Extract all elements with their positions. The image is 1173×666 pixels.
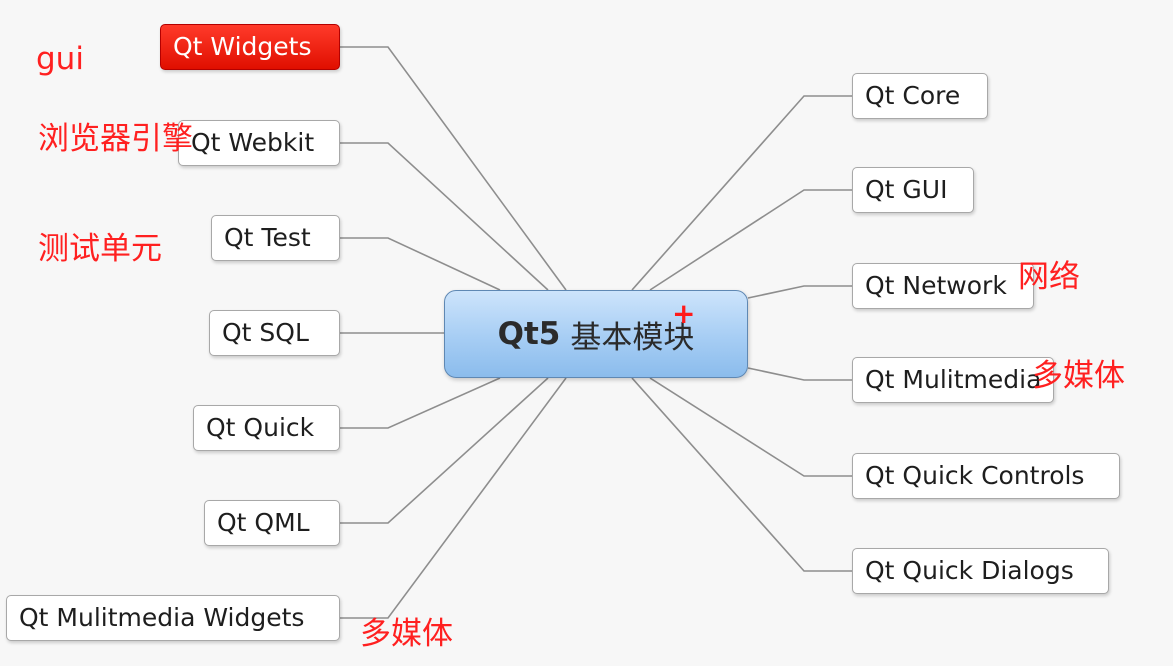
- connector-quick-controls: [649, 377, 852, 477]
- connector-quick-dialogs: [631, 377, 852, 572]
- connector-multimedia-widgets: [340, 377, 567, 619]
- connector-multimedia: [747, 367, 852, 381]
- central-topic-prefix: Qt5: [497, 316, 561, 352]
- node-qt-multimedia[interactable]: Qt Mulitmedia: [852, 357, 1054, 403]
- annotation-multimedia-right: 多媒体: [1032, 358, 1125, 394]
- annotation-browser-engine: 浏览器引擎: [38, 121, 193, 157]
- connector-gui: [649, 189, 852, 291]
- cursor-plus-icon: +: [672, 297, 696, 330]
- connector-qml: [340, 377, 549, 524]
- node-qt-gui[interactable]: Qt GUI: [852, 167, 974, 213]
- connector-test: [340, 237, 501, 291]
- node-qt-multimedia-widgets[interactable]: Qt Mulitmedia Widgets: [6, 595, 340, 641]
- connector-core: [631, 95, 852, 291]
- node-qt-sql[interactable]: Qt SQL: [209, 310, 340, 356]
- node-qt-core[interactable]: Qt Core: [852, 73, 988, 119]
- node-qt-webkit[interactable]: Qt Webkit: [178, 120, 340, 166]
- connector-widgets: [340, 46, 567, 291]
- node-qt-qml[interactable]: Qt QML: [204, 500, 340, 546]
- node-qt-quick[interactable]: Qt Quick: [193, 405, 340, 451]
- central-topic-qt5-basic-modules[interactable]: Qt5 基本模块: [444, 290, 748, 378]
- node-qt-test[interactable]: Qt Test: [211, 215, 340, 261]
- node-qt-quick-dialogs[interactable]: Qt Quick Dialogs: [852, 548, 1109, 594]
- annotation-unit-test: 测试单元: [38, 231, 162, 267]
- node-qt-quick-controls[interactable]: Qt Quick Controls: [852, 453, 1120, 499]
- node-qt-widgets[interactable]: Qt Widgets: [160, 24, 340, 70]
- connector-network: [747, 285, 852, 299]
- node-qt-network[interactable]: Qt Network: [852, 263, 1034, 309]
- connector-webkit: [340, 142, 549, 291]
- annotation-gui: gui: [36, 41, 84, 77]
- central-topic-label: 基本模块: [570, 319, 695, 356]
- annotation-multimedia-bottom: 多媒体: [360, 616, 453, 652]
- annotation-network: 网络: [1018, 259, 1080, 295]
- connector-quick: [340, 377, 501, 429]
